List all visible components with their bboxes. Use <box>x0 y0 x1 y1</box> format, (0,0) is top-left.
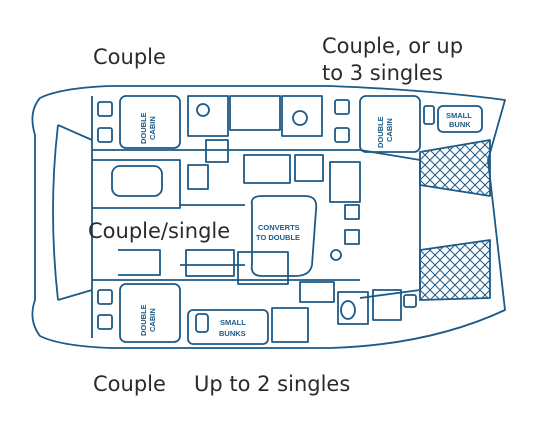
converts-1: CONVERTS <box>258 223 300 232</box>
dc-bl-2: CABIN <box>148 308 157 332</box>
small-bunk <box>437 105 483 133</box>
dc-tr-2: CABIN <box>385 118 394 142</box>
label-middle-left: Couple/single <box>88 219 231 243</box>
small-bunks-1: SMALL <box>220 318 246 327</box>
converts-table <box>250 195 318 277</box>
small-bunk-1: SMALL <box>446 111 472 120</box>
small-bunks-2: BUNKS <box>219 329 246 338</box>
net-bottom <box>419 239 491 301</box>
label-bottom-right: Up to 2 singles <box>194 372 351 396</box>
converts-2: TO DOUBLE <box>256 233 300 242</box>
net-top <box>419 139 491 197</box>
hull-outline <box>31 85 506 349</box>
label-top-left: Couple <box>93 45 166 69</box>
dc-tl-1: DOUBLE <box>139 112 148 144</box>
label-top-right-line1: Couple, or up <box>322 34 464 58</box>
double-cabin-bottom-left <box>119 283 181 343</box>
dc-tl-2: CABIN <box>148 116 157 140</box>
label-bottom-left: Couple <box>93 372 166 396</box>
small-bunks <box>187 309 269 345</box>
label-top-right-line2: to 3 singles <box>322 61 443 85</box>
double-cabin-top-right <box>359 95 421 153</box>
small-bunk-2: BUNK <box>449 120 471 129</box>
dc-bl-1: DOUBLE <box>139 304 148 336</box>
double-cabin-top-left <box>119 95 181 149</box>
dc-tr-1: DOUBLE <box>376 116 385 148</box>
